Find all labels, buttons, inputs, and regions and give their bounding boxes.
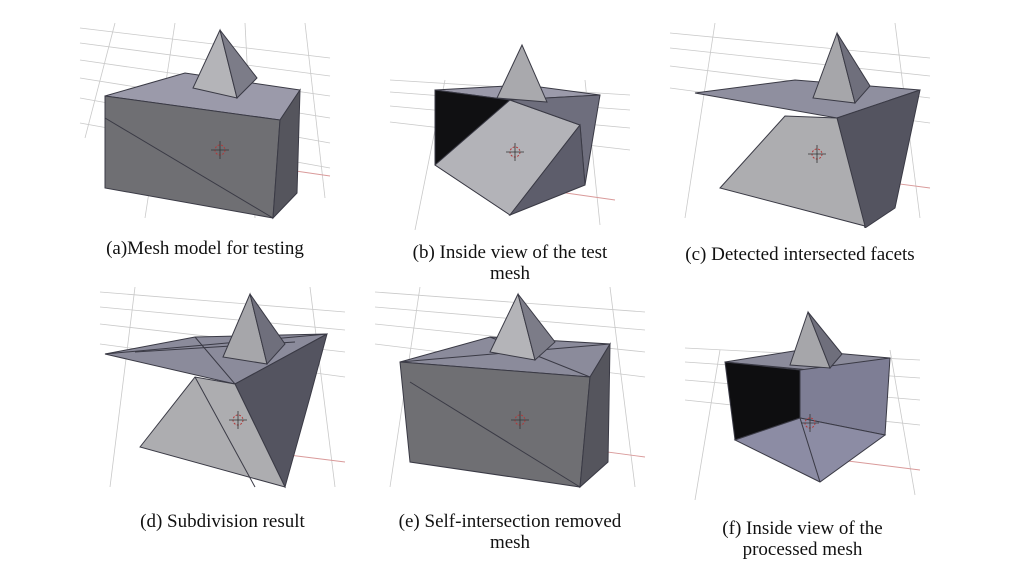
inside-view-render (389, 43, 631, 230)
panel-b: (b) Inside view of the test mesh (385, 40, 635, 290)
intersected-facets-render (669, 22, 931, 228)
panel-e: (e) Self-intersection removed mesh (370, 282, 650, 557)
panel-d: (d) Subdivision result (95, 282, 350, 532)
caption-c: (c) Detected intersected facets (685, 244, 915, 265)
caption-d: (d) Subdivision result (140, 511, 305, 532)
processed-inside-view-render (684, 310, 921, 500)
caption-a: (a)Mesh model for testing (106, 238, 304, 259)
3d-cursor-icon (808, 145, 826, 163)
caption-b: (b) Inside view of the test mesh (412, 242, 608, 284)
caption-e: (e) Self-intersection removed mesh (398, 511, 622, 553)
3d-cursor-icon (801, 414, 819, 432)
mesh-model-render (79, 22, 331, 220)
subdivision-render (99, 286, 346, 489)
3d-cursor-icon (211, 141, 229, 159)
caption-f: (f) Inside view of the processed mesh (722, 518, 883, 560)
3d-cursor-icon (511, 411, 529, 429)
panel-f: (f) Inside view of the processed mesh (680, 310, 925, 565)
self-intersection-removed-render (374, 286, 646, 489)
panel-c: (c) Detected intersected facets (665, 18, 935, 268)
3d-cursor-icon (229, 411, 247, 429)
3d-cursor-icon (506, 143, 524, 161)
panel-a: (a)Mesh model for testing (75, 18, 335, 268)
